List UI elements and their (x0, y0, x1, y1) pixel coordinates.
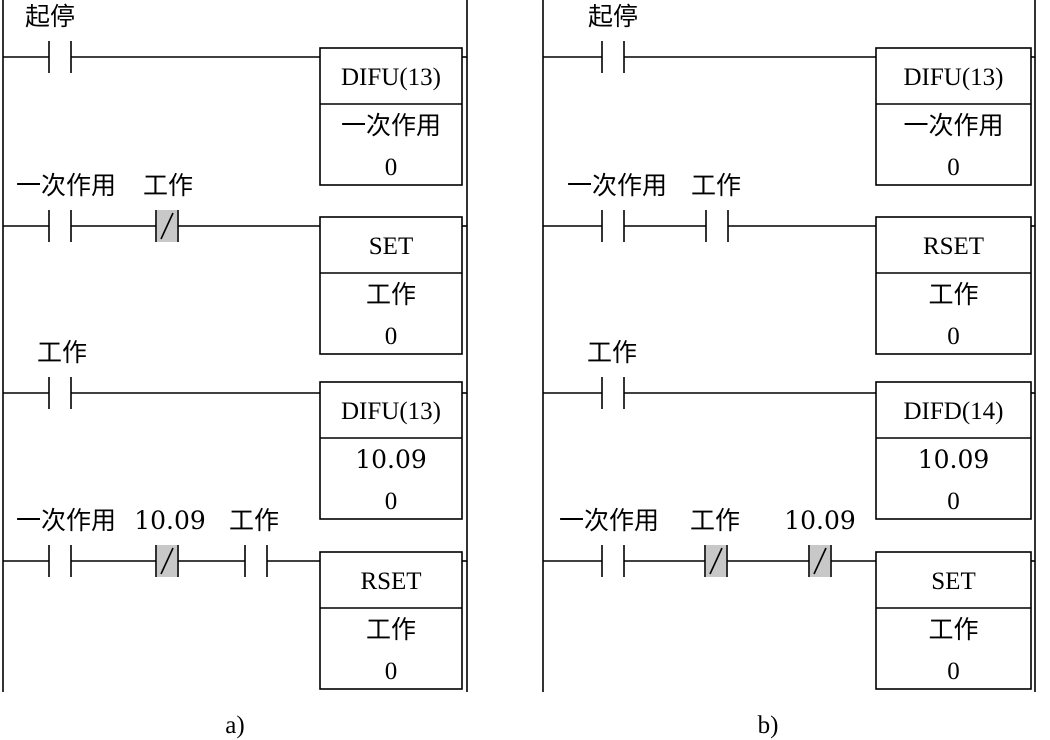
instruction-name: DIFD(14) (904, 398, 1004, 425)
instruction-box (875, 47, 1032, 186)
instruction-operand: 一次作用 (341, 111, 441, 140)
instruction-box (875, 216, 1032, 355)
instruction-value: 0 (385, 323, 398, 350)
instruction-operand: 工作 (928, 280, 978, 309)
instruction-name: RSET (923, 233, 984, 260)
contact-label: 一次作用 (16, 171, 116, 200)
instruction-value: 0 (947, 658, 960, 685)
instruction-value: 0 (385, 658, 398, 685)
contact-label: 起停 (588, 2, 638, 31)
instruction-box (875, 551, 1032, 690)
instruction-value: 0 (385, 154, 398, 181)
instruction-value: 0 (947, 323, 960, 350)
contact-label: 工作 (143, 171, 193, 200)
nc-contact-slash (160, 212, 174, 240)
contact-label: 工作 (690, 506, 740, 535)
instruction-name: DIFU(13) (341, 398, 441, 425)
contact-label: 起停 (25, 2, 75, 31)
nc-contact-slash (160, 547, 174, 575)
instruction-operand: 10.09 (355, 445, 427, 474)
contact-label: 工作 (691, 171, 741, 200)
instruction-name: DIFU(13) (904, 64, 1004, 91)
contact-label: 10.09 (134, 506, 206, 535)
instruction-name: DIFU(13) (341, 64, 441, 91)
diagram-caption: a) (225, 712, 244, 739)
instruction-operand: 10.09 (918, 445, 990, 474)
contact-label: 工作 (587, 338, 637, 367)
instruction-value: 0 (385, 488, 398, 515)
instruction-box (319, 381, 463, 520)
instruction-box (319, 551, 463, 690)
contact-label: 一次作用 (567, 171, 667, 200)
instruction-operand: 工作 (366, 280, 416, 309)
instruction-box (319, 216, 463, 355)
instruction-box (875, 381, 1032, 520)
nc-contact-slash (709, 547, 723, 575)
instruction-name: SET (369, 233, 413, 260)
diagram-caption: b) (758, 712, 779, 739)
instruction-operand: 工作 (366, 615, 416, 644)
contact-label: 一次作用 (559, 506, 659, 535)
contact-label: 10.09 (784, 506, 856, 535)
instruction-operand: 一次作用 (903, 111, 1003, 140)
instruction-value: 0 (947, 488, 960, 515)
instruction-operand: 工作 (928, 615, 978, 644)
instruction-value: 0 (947, 154, 960, 181)
contact-label: 工作 (229, 506, 279, 535)
nc-contact-slash (813, 547, 827, 575)
instruction-name: RSET (360, 568, 421, 595)
instruction-name: SET (931, 568, 975, 595)
instruction-box (319, 47, 463, 186)
contact-label: 一次作用 (16, 506, 116, 535)
contact-label: 工作 (37, 338, 87, 367)
